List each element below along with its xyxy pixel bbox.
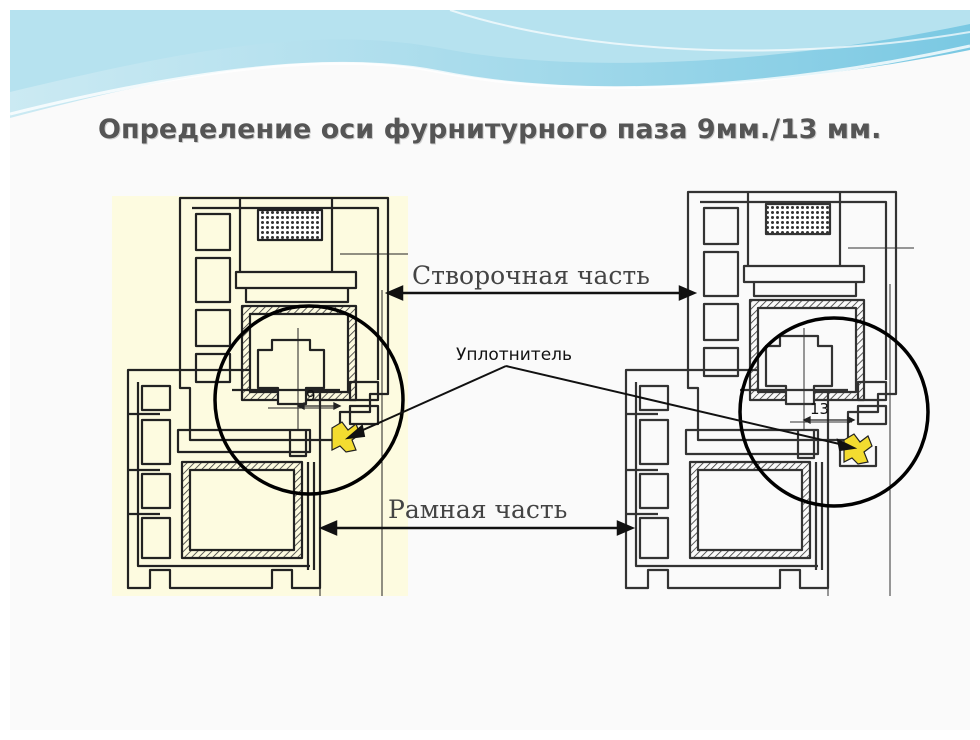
seal-pointer-lines — [344, 365, 858, 452]
left-dimension-label: 9 — [306, 387, 316, 405]
slide: 9 — [10, 10, 970, 730]
sash-label: Створочная часть — [412, 261, 650, 290]
header-wave — [10, 10, 970, 118]
right-focus-circle — [738, 316, 930, 508]
slide-graphics: 9 — [10, 10, 970, 596]
right-seal-shape — [843, 433, 873, 465]
left-focus-circle — [213, 304, 405, 496]
left-profile-drawing: 9 — [112, 196, 408, 596]
right-profile-drawing: 13 — [624, 190, 930, 596]
seal-label: Уплотнитель — [456, 345, 572, 365]
frame-arrow — [318, 520, 636, 536]
frame-label: Рамная часть — [388, 495, 567, 524]
sash-arrow — [384, 285, 698, 301]
left-seal-shape — [331, 421, 361, 453]
right-dimension-label: 13 — [810, 400, 829, 418]
slide-title: Определение оси фурнитурного паза 9мм./1… — [98, 114, 882, 145]
